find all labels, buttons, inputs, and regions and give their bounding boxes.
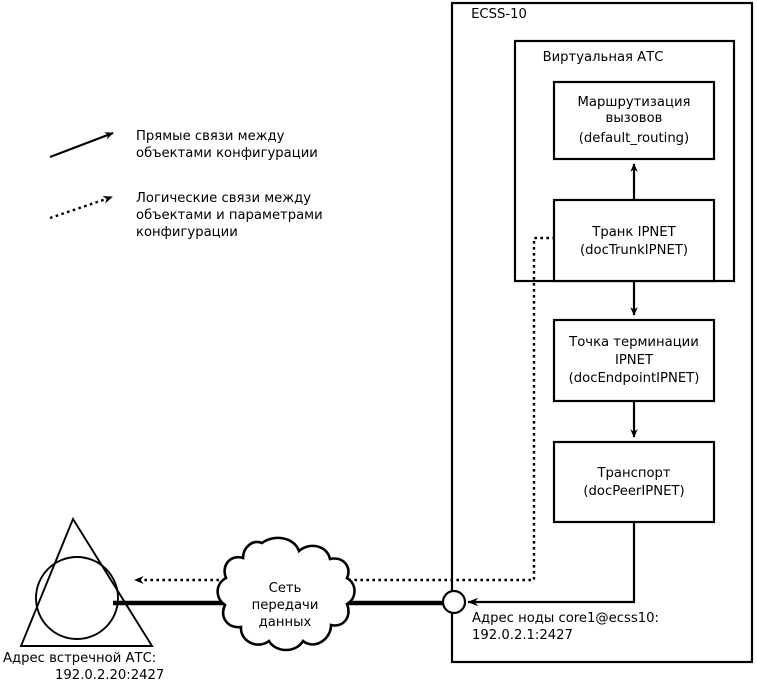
routing-label-line-3: (default_routing) (579, 131, 689, 146)
peer-pbx-address-line-2: 192.0.2.20:2427 (55, 668, 164, 682)
peer-pbx-symbol[interactable] (19, 516, 154, 647)
cloud-label-line-1: Сеть (269, 581, 302, 596)
ecss10-label: ECSS-10 (471, 7, 527, 22)
legend-item-direct-links: Прямые связи между объектами конфигураци… (49, 129, 318, 161)
transport-label-line-2: (docPeerIPNET) (583, 484, 684, 499)
transport-box-rect[interactable] (552, 440, 716, 524)
box-trunk[interactable]: Транк IPNET (docTrunkIPNET) (552, 198, 716, 283)
legend-direct-links-line-1: Прямые связи между (136, 129, 285, 144)
node-circle-icon[interactable] (441, 589, 467, 615)
circle-icon[interactable] (35, 556, 119, 640)
data-network-cloud[interactable]: Сеть передачи данных (216, 536, 356, 652)
virtual-pbx-label: Виртуальная АТС (543, 50, 664, 65)
solid-arrow-icon (49, 131, 114, 159)
legend: Прямые связи между объектами конфигураци… (49, 129, 323, 240)
ecss10-boundary (450, 1, 754, 664)
trunk-box-rect[interactable] (552, 198, 716, 283)
legend-logical-links-line-1: Логические связи между (136, 191, 311, 206)
node-address-line-1: Адрес ноды core1@ecss10: (472, 611, 659, 626)
box-routing[interactable]: Маршрутизация вызовов (default_routing) (552, 80, 716, 161)
cloud-label-line-3: данных (259, 615, 312, 630)
trunk-label-line-2: (docTrunkIPNET) (580, 243, 688, 258)
connector-transport-to-node (467, 522, 636, 607)
peer-pbx-address-line-1: Адрес встречной АТС: (3, 651, 156, 666)
container-ecss10: ECSS-10 (450, 1, 754, 664)
annotation-peer-pbx-address: Адрес встречной АТС: 192.0.2.20:2427 (3, 651, 164, 682)
legend-direct-links-line-2: объектами конфигурации (136, 145, 318, 161)
endpoint-label-line-1: Точка терминации (568, 335, 699, 350)
node-interface-circle[interactable] (441, 589, 467, 615)
box-transport[interactable]: Транспорт (docPeerIPNET) (552, 440, 716, 524)
endpoint-box-rect[interactable] (552, 318, 716, 403)
endpoint-label-line-2: IPNET (615, 353, 654, 368)
connector-trunk-logical-to-peer (134, 236, 555, 585)
box-endpoint[interactable]: Точка терминации IPNET (docEndpointIPNET… (552, 318, 716, 403)
dotted-arrow-icon (49, 195, 113, 220)
annotation-node-address: Адрес ноды core1@ecss10: 192.0.2.1:2427 (472, 611, 659, 643)
legend-logical-links-line-3: конфигурации (136, 225, 238, 240)
transport-label-line-1: Транспорт (596, 466, 670, 481)
legend-logical-links-line-2: объектами и параметрами (136, 207, 323, 223)
routing-label-line-2: вызовов (606, 111, 663, 126)
triangle-icon[interactable] (19, 516, 154, 647)
trunk-label-line-1: Транк IPNET (591, 225, 676, 240)
cloud-shape[interactable] (216, 536, 356, 652)
routing-label-line-1: Маршрутизация (578, 95, 691, 110)
routing-box-rect[interactable] (552, 80, 716, 161)
cloud-label-line-2: передачи (252, 598, 319, 613)
endpoint-label-line-3: (docEndpointIPNET) (569, 371, 700, 386)
legend-item-logical-links: Логические связи между объектами и парам… (49, 191, 323, 240)
node-address-line-2: 192.0.2.1:2427 (472, 628, 573, 643)
